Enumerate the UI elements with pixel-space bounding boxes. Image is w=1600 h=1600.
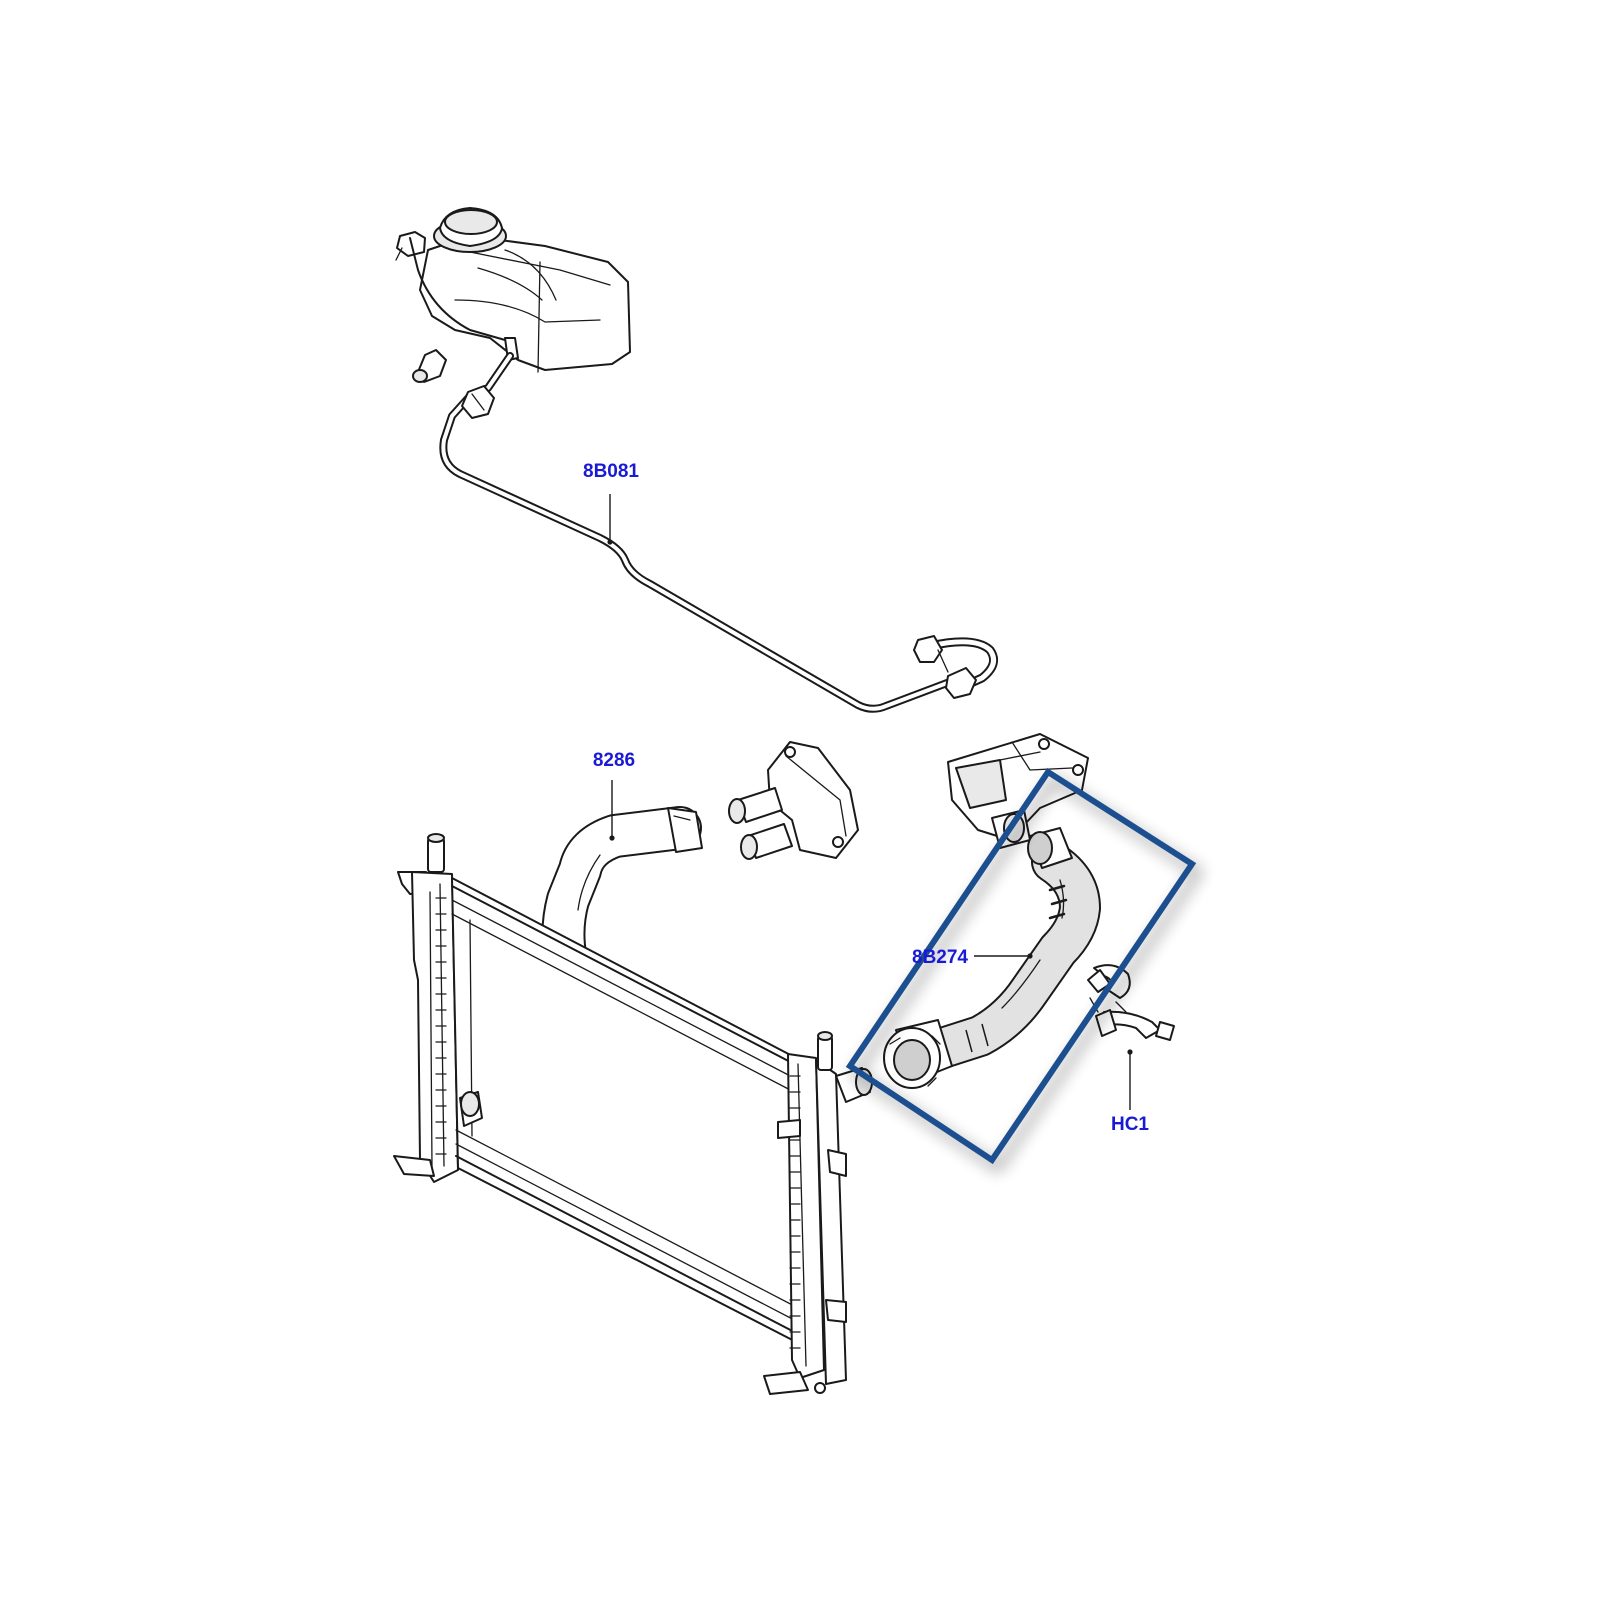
radiator (393, 833, 873, 1395)
label-8b081: 8B081 (583, 461, 639, 482)
label-8286: 8286 (593, 750, 635, 771)
thermostat-housing (728, 741, 859, 860)
highlight-frame (845, 767, 1197, 1165)
label-8b274: 8B274 (912, 947, 968, 968)
expansion-tank (395, 207, 631, 383)
outlet-housing (947, 733, 1089, 849)
lower-hose (883, 827, 1101, 1089)
overflow-hose (439, 352, 999, 713)
label-hc1: HC1 (1111, 1114, 1149, 1135)
leader-lines (607, 494, 1133, 1110)
